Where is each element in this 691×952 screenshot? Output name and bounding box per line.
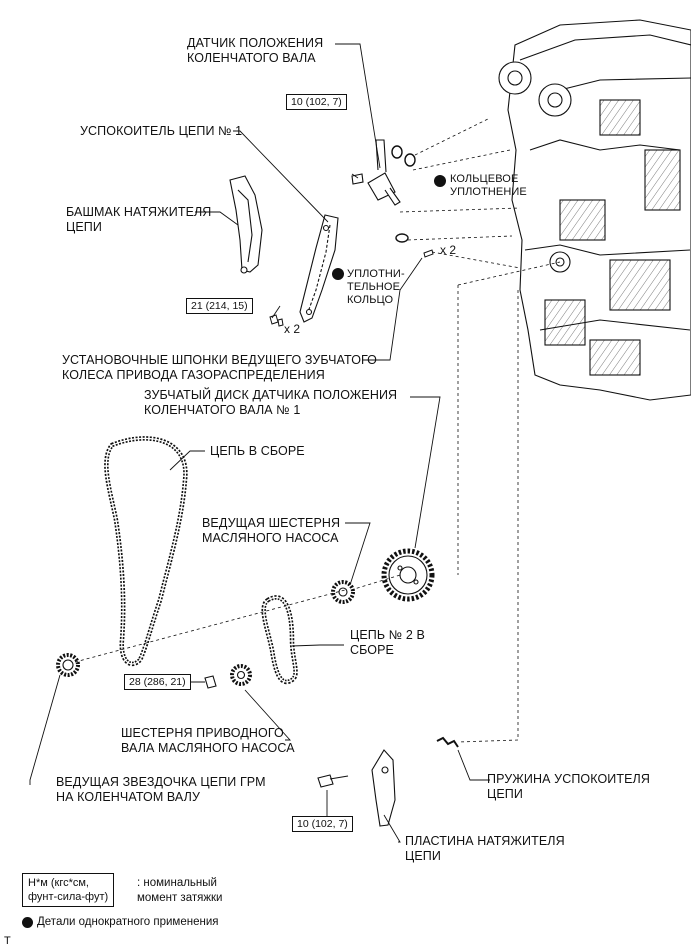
engine-block xyxy=(507,19,691,401)
label-damper-spring: ПРУЖИНА УСПОКОИТЕЛЯ ЦЕПИ xyxy=(487,772,650,801)
oil-pump-shaft-gear-art xyxy=(204,664,252,689)
label-o-ring: КОЛЬЦЕВОЕ УПЛОТНЕНИЕ xyxy=(450,173,527,198)
multiplier-keys: x 2 xyxy=(440,243,457,257)
label-seal-ring: УПЛОТНИ- ТЕЛЬНОЕ КОЛЬЦО xyxy=(347,268,405,306)
crank-sprocket-art xyxy=(56,653,80,677)
label-oil-pump-drive-gear: ВЕДУЩАЯ ШЕСТЕРНЯ МАСЛЯНОГО НАСОСА xyxy=(202,516,341,545)
crank-sensor-art xyxy=(351,139,401,206)
tensioner-slipper-art xyxy=(229,175,263,274)
label-chain-2: ЦЕПЬ № 2 В СБОРЕ xyxy=(350,628,425,657)
oil-pump-drive-gear-art xyxy=(331,580,355,604)
label-crank-sprocket: ВЕДУЩАЯ ЗВЕЗДОЧКА ЦЕПИ ГРМ НА КОЛЕНЧАТОМ… xyxy=(56,775,266,804)
damper-spring-art xyxy=(436,736,459,748)
chain-damper-art xyxy=(299,214,339,323)
alignment-lines xyxy=(74,117,561,743)
o-rings-art xyxy=(391,145,416,243)
label-oil-pump-shaft-gear: ШЕСТЕРНЯ ПРИВОДНОГО ВАЛА МАСЛЯНОГО НАСОС… xyxy=(121,726,295,755)
legend-torque-desc: : номинальный момент затяжки xyxy=(137,877,223,904)
keys-art xyxy=(423,249,434,258)
label-crank-sensor: ДАТЧИК ПОЛОЖЕНИЯ КОЛЕНЧАТОГО ВАЛА xyxy=(187,36,324,65)
torque-sensor-bolt: 10 (102, 7) xyxy=(286,94,347,110)
label-keys: УСТАНОВОЧНЫЕ ШПОНКИ ВЕДУЩЕГО ЗУБЧАТОГО К… xyxy=(62,353,378,382)
cam-gears xyxy=(498,61,572,273)
label-chain-damper-1: УСПОКОИТЕЛЬ ЦЕПИ № 1 xyxy=(80,124,243,138)
torque-damper-bolts: 21 (214, 15) xyxy=(186,298,253,314)
legend-non-reusable: Детали однократного применения xyxy=(37,916,219,928)
non-reusable-dot-seal-ring xyxy=(332,268,344,280)
tensioner-plate-art xyxy=(317,749,396,827)
torque-plate-bolt: 10 (102, 7) xyxy=(292,816,353,832)
multiplier-bolts: x 2 xyxy=(284,322,301,336)
legend-non-reusable-dot xyxy=(22,917,33,928)
leader-lines xyxy=(29,43,490,843)
timing-chain-art xyxy=(104,436,188,667)
label-chain-assy: ЦЕПЬ В СБОРЕ xyxy=(210,444,305,458)
legend-torque-units: Н*м (кгс*см, фунт-сила-фут) xyxy=(22,873,115,907)
timing-rotor-art xyxy=(381,548,435,602)
label-tensioner-slipper: БАШМАК НАТЯЖИТЕЛЯ ЦЕПИ xyxy=(66,205,212,234)
label-tensioner-plate: ПЛАСТИНА НАТЯЖИТЕЛЯ ЦЕПИ xyxy=(405,834,565,863)
torque-gear-nut: 28 (286, 21) xyxy=(124,674,191,690)
footer-mark: T xyxy=(4,935,11,947)
damper-bolts-art xyxy=(269,314,284,327)
label-timing-rotor: ЗУБЧАТЫЙ ДИСК ДАТЧИКА ПОЛОЖЕНИЯ КОЛЕНЧАТ… xyxy=(144,388,398,417)
non-reusable-dot-o-ring xyxy=(434,175,446,187)
